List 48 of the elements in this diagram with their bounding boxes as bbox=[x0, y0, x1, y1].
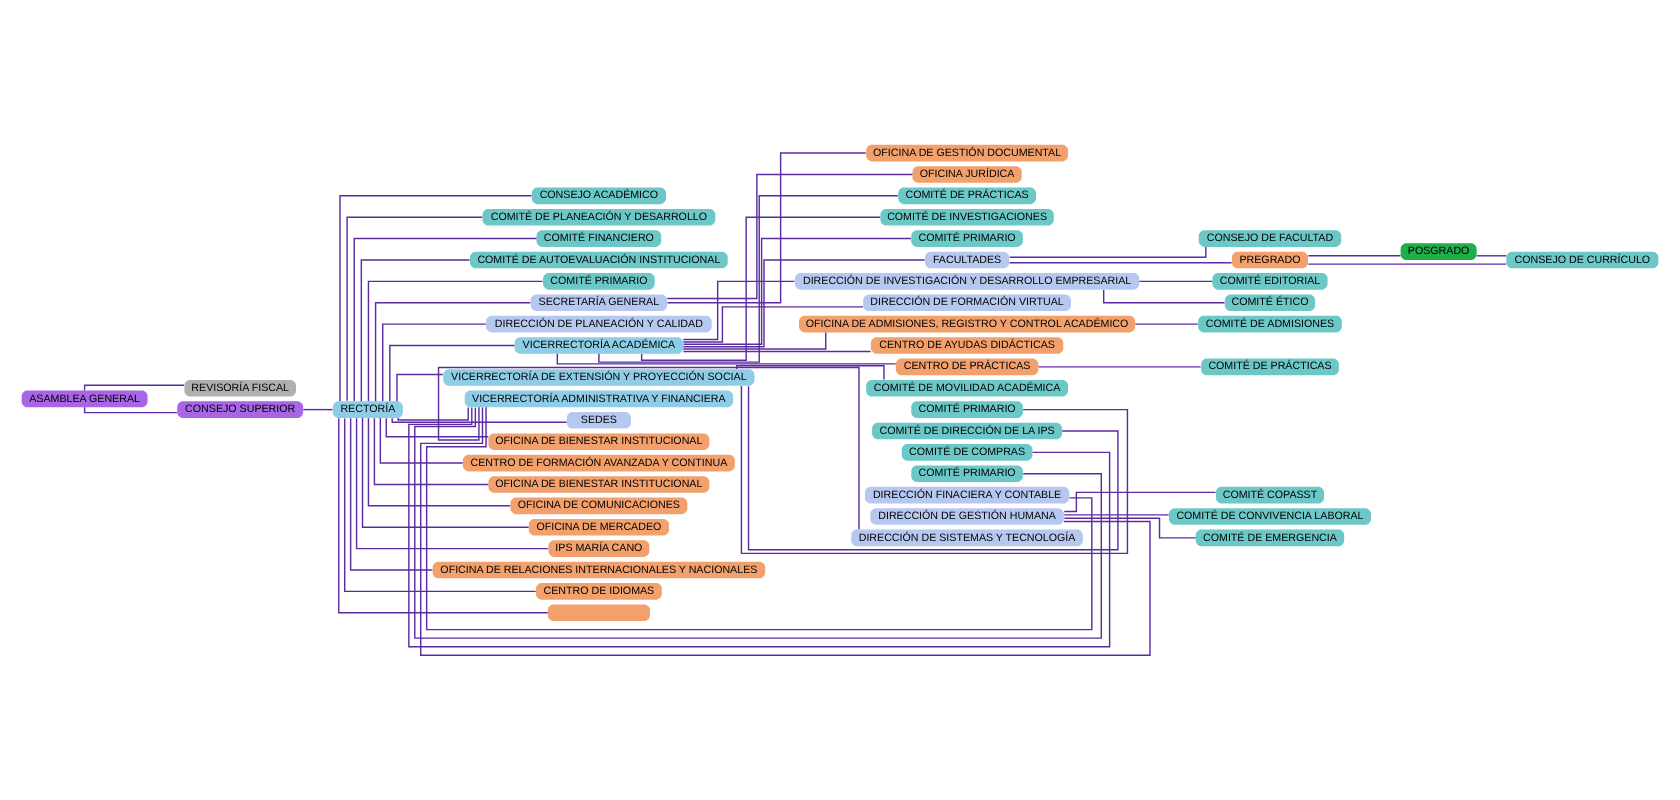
connector bbox=[379, 417, 464, 464]
connector bbox=[382, 323, 487, 402]
connector bbox=[349, 417, 433, 571]
connector bbox=[361, 417, 530, 528]
connector bbox=[397, 406, 469, 421]
connector bbox=[1063, 517, 1197, 539]
connector bbox=[83, 406, 178, 414]
connector bbox=[385, 417, 489, 438]
connector bbox=[682, 350, 872, 353]
connector bbox=[373, 417, 489, 486]
connector bbox=[1063, 514, 1170, 516]
connector bbox=[735, 364, 885, 381]
connector bbox=[367, 417, 511, 507]
connector bbox=[344, 417, 537, 593]
connector bbox=[374, 302, 532, 402]
connector bbox=[346, 216, 483, 402]
connector bbox=[1134, 323, 1199, 325]
connector bbox=[1476, 255, 1507, 257]
connector bbox=[391, 417, 568, 423]
connector bbox=[1037, 366, 1202, 368]
connector bbox=[360, 259, 471, 402]
node-box bbox=[547, 604, 650, 622]
connector bbox=[389, 344, 516, 402]
connector bbox=[1063, 491, 1217, 513]
connector bbox=[640, 216, 881, 362]
connector bbox=[682, 259, 926, 348]
connector bbox=[682, 237, 912, 345]
connector bbox=[83, 384, 185, 392]
connector bbox=[1307, 255, 1402, 257]
connector bbox=[1102, 289, 1226, 304]
connector bbox=[1009, 246, 1207, 258]
connector bbox=[666, 173, 914, 300]
connector bbox=[339, 195, 533, 402]
connector bbox=[367, 280, 544, 402]
connector bbox=[396, 373, 444, 402]
connector bbox=[1008, 262, 1233, 264]
connector bbox=[1307, 263, 1507, 265]
connector bbox=[682, 331, 827, 350]
connector bbox=[353, 237, 538, 402]
connector bbox=[1138, 280, 1213, 283]
connector bbox=[556, 353, 897, 365]
connector bbox=[355, 417, 549, 550]
connector bbox=[666, 152, 867, 304]
connector bbox=[682, 306, 864, 343]
connector bbox=[338, 417, 549, 614]
connector bbox=[302, 408, 334, 411]
connector bbox=[598, 195, 899, 363]
connector bbox=[682, 280, 796, 341]
